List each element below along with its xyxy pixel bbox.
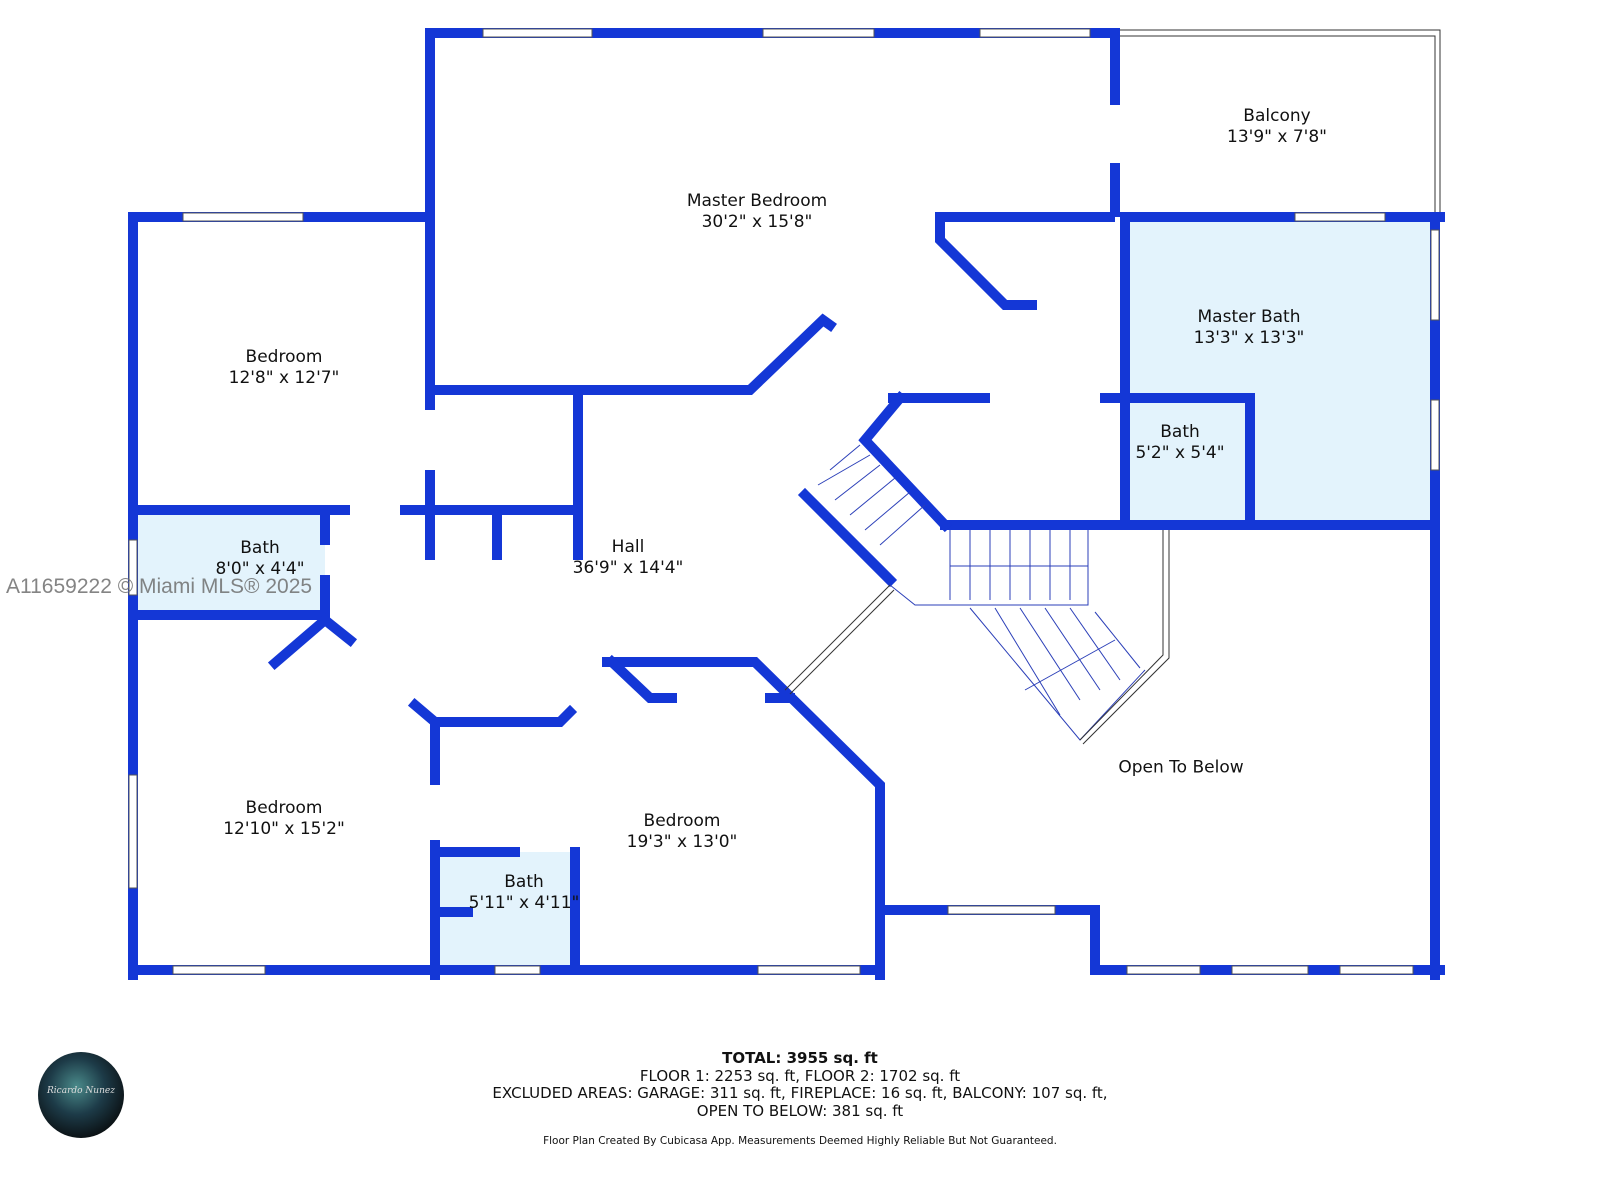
room-name: Balcony [1243, 106, 1311, 126]
room-name: Bath [504, 872, 544, 892]
room-size: 8'0" x 4'4" [215, 559, 305, 579]
room-name: Bath [240, 538, 280, 558]
room-size: 19'3" x 13'0" [626, 832, 738, 852]
logo-signature: Ricardo Nunez [47, 1086, 115, 1096]
room-name: Bedroom [643, 811, 721, 831]
room-name: Hall [611, 537, 645, 557]
room-label-open-to-below: Open To Below [1118, 758, 1243, 779]
room-size: 12'8" x 12'7" [228, 368, 340, 388]
total-area: TOTAL: 3955 sq. ft [722, 1049, 878, 1067]
room-name: Bedroom [245, 798, 323, 818]
walls [128, 28, 1445, 980]
room-name: Bath [1160, 422, 1200, 442]
excluded-areas: EXCLUDED AREAS: GARAGE: 311 sq. ft, FIRE… [492, 1084, 1108, 1102]
room-name: Open To Below [1118, 757, 1244, 778]
room-name: Master Bedroom [686, 191, 828, 211]
room-size: 13'3" x 13'3" [1193, 328, 1305, 348]
open-to-below-area: OPEN TO BELOW: 381 sq. ft [696, 1101, 904, 1120]
room-size: 5'2" x 5'4" [1135, 443, 1225, 463]
room-size: 30'2" x 15'8" [701, 212, 813, 232]
room-size: 13'9" x 7'8" [1227, 127, 1327, 147]
stairs [817, 444, 1146, 741]
room-size: 5'11" x 4'11" [468, 893, 580, 913]
room-size: 36'9" x 14'4" [572, 558, 684, 578]
room-name: Master Bath [1197, 307, 1301, 327]
floor-areas: FLOOR 1: 2253 sq. ft, FLOOR 2: 1702 sq. … [639, 1066, 961, 1085]
photographer-logo: Ricardo Nunez [38, 1052, 124, 1138]
room-size: 12'10" x 15'2" [223, 819, 345, 839]
bath-fill [138, 515, 325, 615]
railing [784, 530, 1170, 745]
windows [128, 28, 1440, 975]
balcony-outline [1118, 29, 1441, 212]
room-name: Bedroom [245, 347, 323, 367]
mls-watermark: A11659222 © Miami MLS® 2025 [6, 575, 313, 598]
master-bath-fill [1125, 217, 1435, 525]
bath-fills [138, 217, 1435, 970]
disclaimer: Floor Plan Created By Cubicasa App. Meas… [543, 1135, 1057, 1147]
area-summary: TOTAL: 3955 sq. ft FLOOR 1: 2253 sq. ft,… [492, 1049, 1108, 1120]
